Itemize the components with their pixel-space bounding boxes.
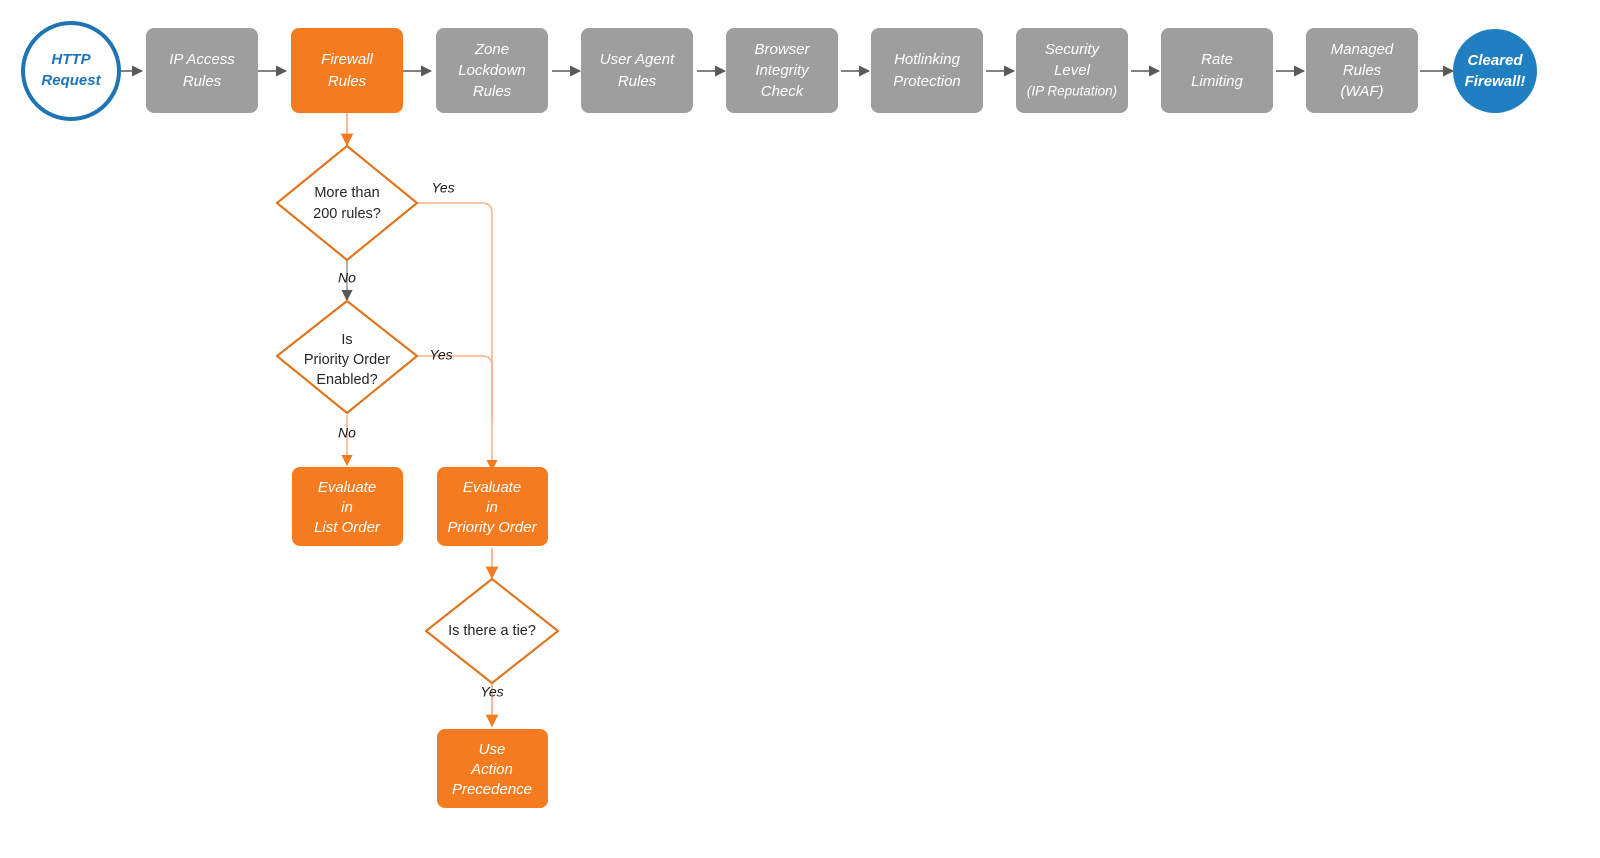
node-managed-rules-waf[interactable]: Managed Rules (WAF) [1306, 28, 1418, 113]
ip-access-rules-box[interactable] [146, 28, 258, 113]
browser-integrity-check-label-line3: Check [761, 83, 805, 100]
zone-lockdown-rules-box[interactable] [436, 28, 548, 113]
node-ip-access-rules[interactable]: IP Access Rules [146, 28, 258, 113]
more-than-200-rules-diamond[interactable] [275, 144, 419, 262]
browser-integrity-check-box[interactable] [726, 28, 838, 113]
security-level-label-line2: Level [1054, 62, 1091, 79]
use-action-precedence-box[interactable] [437, 729, 548, 808]
node-hotlinking-protection[interactable]: Hotlinking Protection [871, 28, 983, 113]
more-than-200-rules-label-line1: More than [314, 185, 379, 201]
managed-rules-waf-label-line3: (WAF) [1340, 83, 1383, 100]
http-request-label-line2: Request [41, 72, 101, 89]
rate-limiting-label-line2: Limiting [1191, 73, 1243, 90]
is-there-a-tie-label: Is there a tie? [448, 623, 536, 639]
more-than-200-rules-label-line2: 200 rules? [313, 206, 381, 222]
evaluate-in-list-order-box[interactable] [292, 467, 403, 546]
node-firewall-rules[interactable]: Firewall Rules [291, 28, 403, 113]
firewall-rules-box[interactable] [291, 28, 403, 113]
security-level-label-line1: Security [1045, 41, 1101, 58]
edge-label-yes-200-rules: Yes [431, 180, 454, 196]
use-action-precedence-label-line1: Use [479, 741, 506, 758]
node-rate-limiting[interactable]: Rate Limiting [1161, 28, 1273, 113]
rate-limiting-box[interactable] [1161, 28, 1273, 113]
zone-lockdown-rules-label-line1: Zone [474, 41, 509, 58]
firewall-rules-label-line2: Rules [328, 73, 367, 90]
node-decision-is-there-a-tie[interactable]: Is there a tie? [424, 577, 560, 685]
is-priority-order-enabled-label-line3: Enabled? [316, 372, 377, 388]
node-user-agent-rules[interactable]: User Agent Rules [581, 28, 693, 113]
is-there-a-tie-diamond[interactable] [424, 577, 560, 685]
zone-lockdown-rules-label-line3: Rules [473, 83, 512, 100]
node-security-level[interactable]: Security Level (IP Reputation) [1016, 28, 1128, 113]
rate-limiting-label-line1: Rate [1201, 51, 1233, 68]
browser-integrity-check-label-line2: Integrity [755, 62, 810, 79]
node-browser-integrity-check[interactable]: Browser Integrity Check [726, 28, 838, 113]
evaluate-in-priority-order-label-line3: Priority Order [447, 519, 537, 536]
managed-rules-waf-label-line2: Rules [1343, 62, 1382, 79]
path-yes-200rules-to-priority-order-box [417, 202, 498, 472]
ip-access-rules-label-line2: Rules [183, 73, 222, 90]
managed-rules-waf-label-line1: Managed [1331, 41, 1394, 58]
zone-lockdown-rules-label-line2: Lockdown [458, 62, 526, 79]
hotlinking-protection-label-line2: Protection [893, 73, 961, 90]
user-agent-rules-box[interactable] [581, 28, 693, 113]
evaluate-in-priority-order-label-line2: in [486, 499, 498, 516]
edge-label-yes-priority-order: Yes [429, 347, 452, 363]
firewall-rules-label-line1: Firewall [321, 51, 373, 68]
is-priority-order-enabled-diamond[interactable] [275, 299, 419, 415]
browser-integrity-check-label-line1: Browser [754, 41, 810, 58]
cleared-firewall-circle[interactable] [1453, 29, 1537, 113]
edge-label-no-priority-order: No [338, 425, 356, 441]
node-cleared-firewall[interactable]: Cleared Firewall! [1453, 29, 1537, 113]
evaluate-in-list-order-label-line3: List Order [314, 519, 381, 536]
edge-label-yes-tie: Yes [480, 684, 503, 700]
edge-label-no-200-rules: No [338, 270, 356, 286]
use-action-precedence-label-line2: Action [470, 761, 513, 778]
path-yes-priority-order-merge [417, 355, 493, 420]
hotlinking-protection-box[interactable] [871, 28, 983, 113]
use-action-precedence-label-line3: Precedence [452, 781, 532, 798]
evaluate-in-list-order-label-line1: Evaluate [318, 479, 376, 496]
http-request-circle[interactable] [21, 21, 121, 121]
is-priority-order-enabled-label-line1: Is [341, 332, 352, 348]
evaluate-in-priority-order-box[interactable] [437, 467, 548, 546]
node-zone-lockdown-rules[interactable]: Zone Lockdown Rules [436, 28, 548, 113]
user-agent-rules-label-line2: Rules [618, 73, 657, 90]
managed-rules-waf-box[interactable] [1306, 28, 1418, 113]
node-http-request[interactable]: HTTP Request [21, 21, 121, 121]
node-use-action-precedence[interactable]: Use Action Precedence [437, 729, 548, 808]
http-request-label-line1: HTTP [51, 51, 91, 68]
evaluate-in-priority-order-label-line1: Evaluate [463, 479, 521, 496]
node-evaluate-in-list-order[interactable]: Evaluate in List Order [292, 467, 403, 546]
ip-access-rules-label-line1: IP Access [169, 51, 235, 68]
is-priority-order-enabled-label-line2: Priority Order [304, 352, 390, 368]
user-agent-rules-label-line1: User Agent [600, 51, 675, 68]
node-decision-is-priority-order-enabled[interactable]: Is Priority Order Enabled? [275, 299, 419, 415]
cleared-firewall-label-line1: Cleared [1467, 52, 1523, 69]
cleared-firewall-label-line2: Firewall! [1465, 73, 1526, 90]
node-decision-more-than-200-rules[interactable]: More than 200 rules? [275, 144, 419, 262]
hotlinking-protection-label-line1: Hotlinking [894, 51, 961, 68]
node-evaluate-in-priority-order[interactable]: Evaluate in Priority Order [437, 467, 548, 546]
security-level-box[interactable] [1016, 28, 1128, 113]
security-level-label-line3: (IP Reputation) [1027, 84, 1117, 99]
evaluate-in-list-order-label-line2: in [341, 499, 353, 516]
